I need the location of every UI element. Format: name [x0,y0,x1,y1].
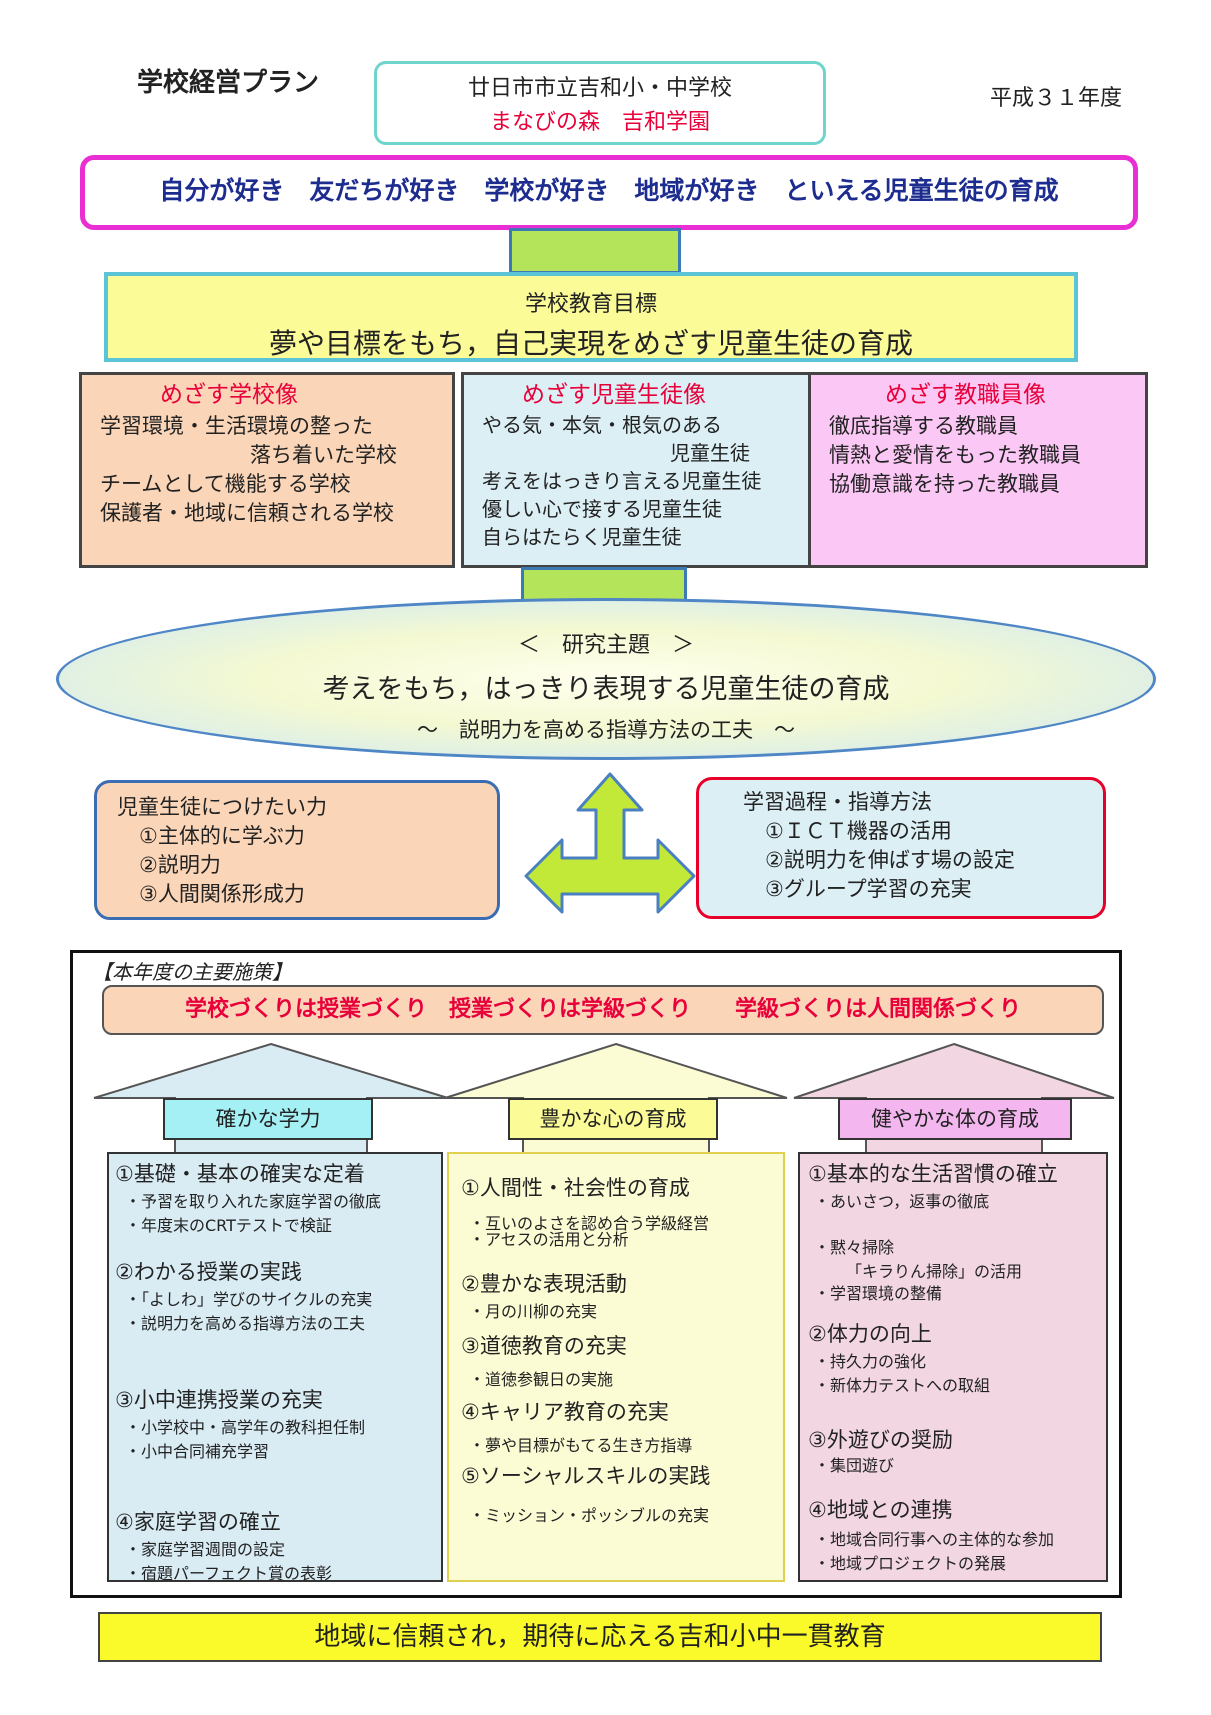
vision-student-line: 児童生徒 [670,441,750,465]
motto-box: 学校づくりは授業づくり 授業づくりは学級づくり 学級づくりは人間関係づくり [102,985,1104,1035]
section-item: ・集団遊び [814,1456,895,1475]
vision-school-line: 保護者・地域に信頼される学校 [100,501,394,525]
fiscal-year: 平成３１年度 [990,86,1123,111]
research-label: ＜ 研究主題 ＞ [517,633,694,658]
section-item: ・道徳参観日の実施 [469,1370,614,1389]
pillar-column-health: ①基本的な生活習慣の確立 ・あいさつ，返事の徹底 ・黙々掃除 「キラりん掃除」の… [798,1152,1108,1582]
pillar-label-health: 健やかな体の育成 [838,1098,1072,1140]
section-title: ②体力の向上 [808,1322,932,1346]
section-title: ③小中連携授業の充実 [115,1388,323,1412]
ability-item: ②説明力 [139,853,221,877]
vision-school-line: チームとして機能する学校 [100,472,351,496]
pillar-column-academic: ①基礎・基本の確実な定着 ・予習を取り入れた家庭学習の徹底 ・年度末のCRTテス… [107,1152,443,1583]
motto-text: 学校づくりは授業づくり 授業づくりは学級づくり 学級づくりは人間関係づくり [184,997,1021,1022]
section-item: ・地域プロジェクトの発展 [814,1554,1007,1573]
section-item: ・アセスの活用と分析 [469,1230,629,1249]
section-item: ・互いのよさを認め合う学級経営 [469,1214,710,1233]
section-item: ・小中合同補充学習 [125,1442,270,1461]
methods-heading: 学習過程・指導方法 [743,790,932,814]
vision-staff-line: 徹底指導する教職員 [829,414,1018,438]
vision-student-line: 考えをはっきり言える児童生徒 [482,469,762,493]
vision-student-line: 自らはたらく児童生徒 [482,525,682,549]
section-title: ③外遊びの奨励 [808,1428,953,1452]
vision-student-box: めざす児童生徒像 やる気・本気・根気のある 児童生徒 考えをはっきり言える児童生… [461,372,811,568]
section-item: ・新体力テストへの取組 [814,1376,991,1395]
pillar-column-heart: ①人間性・社会性の育成 ・互いのよさを認め合う学級経営 ・アセスの活用と分析 ②… [447,1152,785,1582]
abilities-heading: 児童生徒につけたい力 [117,795,327,819]
method-item: ②説明力を伸ばす場の設定 [765,848,1015,872]
main-measures-heading: 【本年度の主要施策】 [92,960,292,984]
section-title: ①基本的な生活習慣の確立 [808,1162,1058,1186]
section-item: ・持久力の強化 [814,1352,927,1371]
section-item: ・学習環境の整備 [814,1284,943,1303]
slogan-box: 自分が好き 友だちが好き 学校が好き 地域が好き といえる児童生徒の育成 [80,155,1138,230]
school-goal-text: 夢や目標をもち，自己実現をめざす児童生徒の育成 [268,327,913,360]
teaching-methods-box: 学習過程・指導方法 ①ＩＣＴ機器の活用 ②説明力を伸ばす場の設定 ③グループ学習… [696,777,1106,919]
section-item: ・あいさつ，返事の徹底 [814,1192,990,1211]
closing-box: 地域に信頼され，期待に応える吉和小中一貫教育 [98,1612,1102,1662]
section-item: ・夢や目標がもてる生き方指導 [469,1436,693,1455]
closing-text: 地域に信頼され，期待に応える吉和小中一貫教育 [314,1622,886,1652]
vision-school-heading: めざす学校像 [160,382,298,408]
section-item: 「キラりん掃除」の活用 [846,1262,1023,1281]
vision-student-line: やる気・本気・根気のある [482,413,722,437]
section-item: ・小学校中・高学年の教科担任制 [125,1418,366,1437]
school-name: 廿日市市立吉和小・中学校 [467,76,732,101]
vision-school-box: めざす学校像 学習環境・生活環境の整った 落ち着いた学校 チームとして機能する学… [79,372,455,568]
section-item: ・予習を取り入れた家庭学習の徹底 [125,1192,382,1211]
research-theme-ellipse: ＜ 研究主題 ＞ 考えをもち，はっきり表現する児童生徒の育成 ～ 説明力を高める… [56,598,1156,760]
document-title: 学校経営プラン [137,68,320,98]
school-nickname: まなびの森 吉和学園 [489,110,710,135]
section-item: ・月の川柳の充実 [469,1302,598,1321]
three-way-arrow-icon [524,772,696,914]
section-title: ④家庭学習の確立 [115,1510,281,1534]
vision-staff-line: 情熱と愛情をもった教職員 [829,443,1081,467]
research-subtitle: ～ 説明力を高める指導方法の工夫 ～ [417,718,795,742]
section-title: ②わかる授業の実践 [115,1260,302,1284]
section-title: ③道徳教育の充実 [461,1334,627,1358]
section-item: ・黙々掃除 [814,1238,895,1257]
section-item: ・宿題パーフェクト賞の表彰 [125,1564,333,1583]
vision-staff-line: 協働意識を持った教職員 [829,472,1060,496]
vision-staff-heading: めざす教職員像 [885,382,1046,408]
section-title: ①人間性・社会性の育成 [461,1176,690,1200]
school-goal-box: 学校教育目標 夢や目標をもち，自己実現をめざす児童生徒の育成 [104,272,1078,362]
method-item: ③グループ学習の充実 [765,877,972,901]
vision-student-line: 優しい心で接する児童生徒 [482,497,722,521]
slogan-text: 自分が好き 友だちが好き 学校が好き 地域が好き といえる児童生徒の育成 [159,176,1059,205]
section-title: ④地域との連携 [808,1498,953,1522]
section-title: ⑤ソーシャルスキルの実践 [461,1464,711,1488]
section-item: ・説明力を高める指導方法の工夫 [125,1314,366,1333]
section-item: ・ミッション・ポッシブルの充実 [469,1506,710,1525]
vision-student-heading: めざす児童生徒像 [522,382,706,408]
connector-block [509,228,681,274]
pillar-label-heart: 豊かな心の育成 [508,1098,718,1140]
section-item: ・「よしわ」学びのサイクルの充実 [125,1290,373,1309]
section-item: ・地域合同行事への主体的な参加 [814,1530,1055,1549]
pillar-label-academic: 確かな学力 [163,1098,373,1140]
vision-school-line: 落ち着いた学校 [250,443,397,467]
section-title: ④キャリア教育の充実 [461,1400,669,1424]
section-item: ・家庭学習週間の設定 [125,1540,286,1559]
target-abilities-box: 児童生徒につけたい力 ①主体的に学ぶ力 ②説明力 ③人間関係形成力 [94,780,500,920]
school-goal-label: 学校教育目標 [524,292,657,317]
section-title: ①基礎・基本の確実な定着 [115,1162,365,1186]
ability-item: ③人間関係形成力 [139,882,305,906]
vision-school-line: 学習環境・生活環境の整った [100,414,373,438]
section-item: ・年度末のCRTテストで検証 [125,1216,332,1235]
school-name-box: 廿日市市立吉和小・中学校 まなびの森 吉和学園 [374,61,826,145]
ability-item: ①主体的に学ぶ力 [139,824,305,848]
method-item: ①ＩＣＴ機器の活用 [765,819,952,843]
section-title: ②豊かな表現活動 [461,1272,627,1296]
vision-staff-box: めざす教職員像 徹底指導する教職員 情熱と愛情をもった教職員 協働意識を持った教… [808,372,1148,568]
research-theme: 考えをもち，はっきり表現する児童生徒の育成 [322,674,890,705]
main-measures-frame [70,950,1122,1598]
